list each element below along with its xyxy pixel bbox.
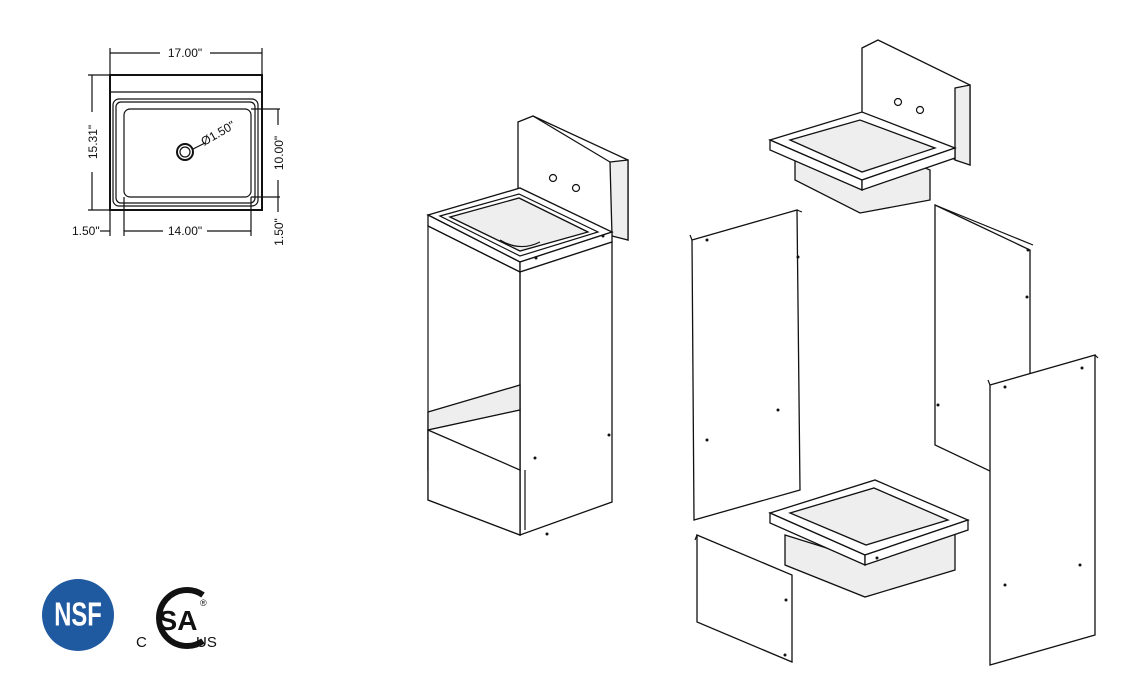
dim-left-offset: 1.50" (72, 224, 100, 238)
exploded-panels (689, 203, 1099, 666)
nsf-logo: NSF (42, 579, 114, 651)
nsf-logo-text: NSF (54, 597, 102, 634)
exploded-bottom-sink (768, 479, 970, 598)
csa-c-label: C (136, 634, 147, 651)
dim-bowl-depth: 10.00" (272, 136, 286, 170)
dim-drain-diameter: Ø1.50" (199, 118, 238, 149)
csa-us-label: US (196, 634, 217, 651)
assembled-sink-cabinet (426, 115, 629, 536)
exploded-top-sink (768, 39, 971, 214)
dim-bowl-width: 14.00" (168, 224, 202, 238)
csa-logo-text: SA (159, 605, 198, 636)
csa-logo: SA ® C US (136, 587, 217, 651)
dim-overall-width: 17.00" (168, 46, 202, 60)
svg-text:®: ® (200, 598, 207, 608)
dim-overall-depth: 15.31" (86, 125, 100, 159)
dim-bottom-offset: 1.50" (272, 218, 286, 246)
plan-view: 17.00" 15.31" 10.00" 14.00" 1.50" 1.50" … (72, 46, 286, 246)
drain-icon (176, 143, 194, 161)
